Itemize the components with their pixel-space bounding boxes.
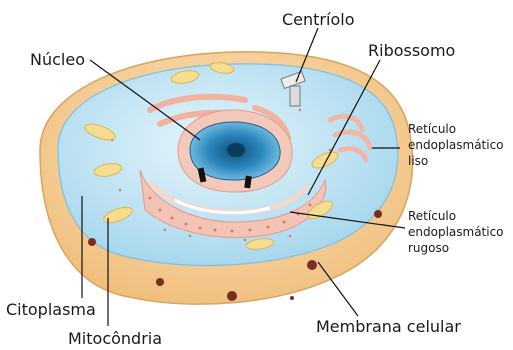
label-centriolo: Centríolo [282, 10, 354, 29]
label-rer-2: endoplasmático [408, 225, 504, 239]
label-citoplasma: Citoplasma [6, 300, 96, 319]
nucleolus-shape [227, 143, 245, 157]
label-nucleo: Núcleo [30, 50, 85, 69]
label-rel-3: liso [408, 154, 428, 168]
label-rer-1: Retículo [408, 209, 456, 223]
label-rel-2: endoplasmático [408, 138, 504, 152]
label-rer-3: rugoso [408, 241, 449, 255]
label-rel-1: Retículo [408, 122, 456, 136]
label-membrana: Membrana celular [316, 317, 461, 336]
label-mitocondria: Mitocôndria [68, 329, 162, 348]
label-ribossomo: Ribossomo [368, 41, 455, 60]
